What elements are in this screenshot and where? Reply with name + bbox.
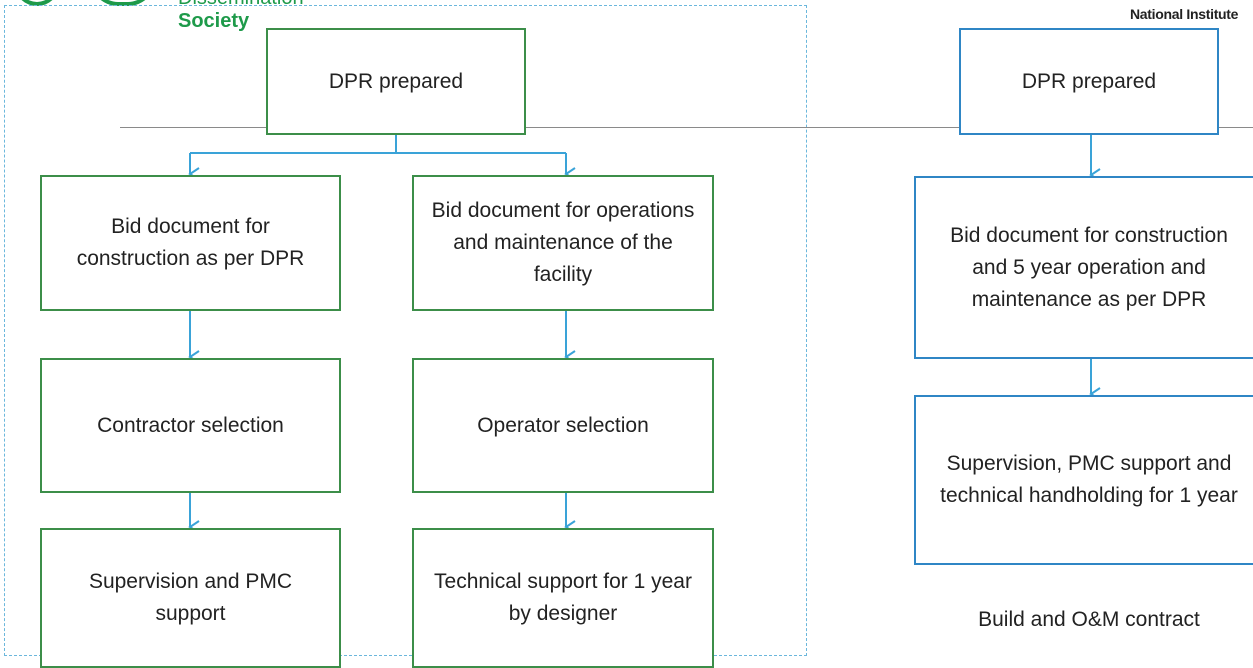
contractor-selection-box: Contractor selection: [40, 358, 341, 493]
institute-label: National Institute: [1130, 6, 1239, 22]
separator-line: [120, 127, 1253, 128]
arrow-dpr-split: [190, 135, 566, 154]
left-flow-region: [4, 5, 807, 656]
right-bid-box: Bid document for construction and 5 year…: [914, 176, 1253, 359]
logo-text-line2: Society: [178, 10, 250, 32]
right-dpr-prepared-box: DPR prepared: [959, 28, 1219, 135]
contract-type-caption: Build and O&M contract: [978, 608, 1200, 631]
construction-bid-box: Bid document for construction as per DPR: [40, 175, 341, 311]
operator-selection-box: Operator selection: [412, 358, 714, 493]
left-dpr-prepared-box: DPR prepared: [266, 28, 526, 135]
right-supervision-box: Supervision, PMC support and technical h…: [914, 395, 1253, 565]
supervision-pmc-box: Supervision and PMC support: [40, 528, 341, 668]
logo-text-line1: Dissemination: [178, 0, 304, 10]
operations-bid-box: Bid document for operations and maintena…: [412, 175, 714, 311]
technical-support-box: Technical support for 1 year by designer: [412, 528, 714, 668]
